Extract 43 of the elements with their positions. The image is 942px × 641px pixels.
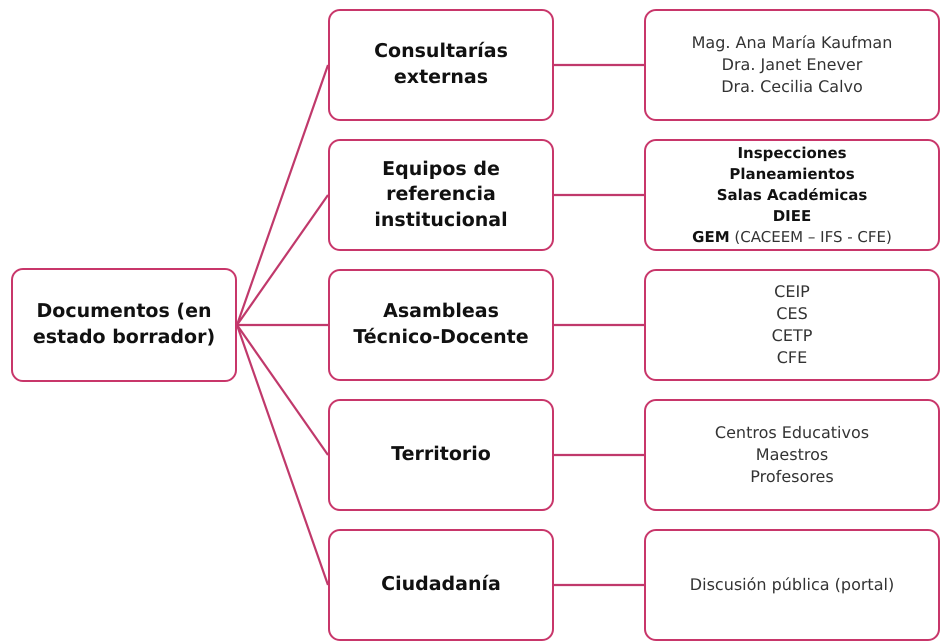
detail-text: Salas Académicas [716,184,868,206]
detail-text: DIEE [772,206,812,226]
connector-line [236,324,330,586]
connector-line [237,324,328,326]
connector-line [554,454,644,456]
connector-line [554,194,644,196]
detail-text: Dra. Cecilia Calvo [721,76,863,98]
category-label: Asambleas Técnico-Docente [352,299,530,350]
connector-line [236,64,330,326]
detail-text: CEIP [774,280,810,303]
category-label: Consultarías externas [373,39,509,90]
detail-box [644,529,940,641]
category-box [328,529,554,641]
detail-text: Dra. Janet Enever [722,54,862,76]
connector-line [554,324,644,326]
detail-text: Centros Educativos [714,422,870,444]
detail-box [644,269,940,381]
connector-line [236,194,329,326]
category-label: Documentos (en estado borrador) [32,299,216,350]
detail-text: Maestros [756,444,828,466]
category-box [328,269,554,381]
detail-text: CES [776,302,808,325]
detail-text: Mag. Ana María Kaufman [692,32,892,54]
category-box [328,399,554,511]
detail-text: Discusión pública (portal) [690,574,894,596]
detail-text: Profesores [750,466,834,488]
detail-box [644,9,940,121]
detail-text: GEM (CACEEM – IFS - CFE) [692,226,892,248]
detail-box [644,139,940,251]
detail-text: Inspecciones [737,142,847,164]
detail-box [644,399,940,511]
connector-line [554,584,644,586]
category-label: Equipos de referencia institucional [373,156,509,233]
category-box [328,9,554,121]
connector-line [554,64,644,66]
detail-text: CETP [772,325,812,347]
category-label: Ciudadanía [380,572,502,598]
category-box [11,268,237,382]
category-label: Territorio [390,442,492,468]
detail-text: CFE [776,347,808,370]
category-box [328,139,554,251]
connector-line [236,324,329,456]
detail-text: Planeamientos [729,164,855,184]
